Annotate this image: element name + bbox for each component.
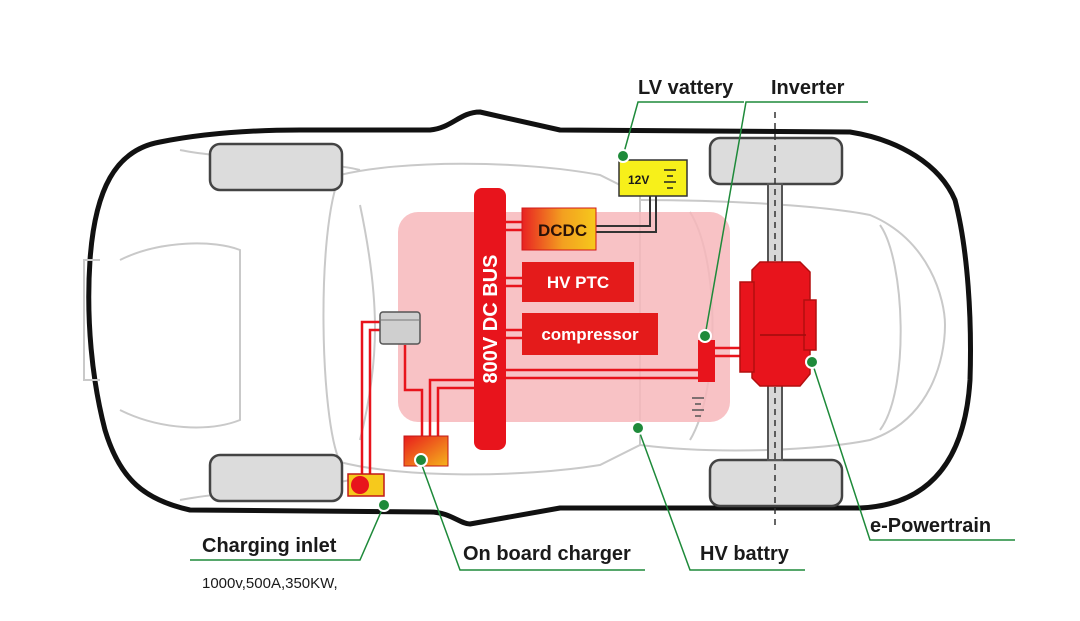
hv-battery-label: HV battry — [700, 543, 790, 565]
dcdc-module: DCDC — [521, 207, 597, 251]
hv-wiring — [360, 220, 742, 475]
lv-wiring — [596, 195, 657, 233]
e-powertrain-motor — [739, 261, 817, 387]
inverter-label: Inverter — [771, 77, 845, 99]
hv-battery-symbol-icon — [692, 397, 704, 417]
lv-battery-label: LV vattery — [638, 77, 734, 99]
compressor-label: compressor — [541, 325, 639, 344]
dcdc-label: DCDC — [538, 221, 587, 240]
e-powertrain-label: e-Powertrain — [870, 515, 991, 537]
hv-ptc-label: HV PTC — [547, 273, 609, 292]
front-right-wheel — [208, 453, 344, 503]
compressor-module: compressor — [522, 313, 658, 355]
junction-box — [379, 311, 421, 345]
rear-right-wheel — [708, 458, 844, 508]
lv-battery: 12V — [618, 159, 688, 197]
dc-bus-label: 800V DC BUS — [480, 255, 502, 384]
battery-symbol-icon — [664, 169, 676, 189]
hv-ptc-module: HV PTC — [522, 262, 634, 302]
dc-bus: 800V DC BUS — [474, 188, 506, 450]
lv-voltage-label: 12V — [628, 173, 649, 187]
charging-inlet-unit — [347, 473, 385, 497]
callout-leaders — [190, 101, 1015, 571]
front-left-wheel — [208, 142, 344, 192]
charging-inlet-label: Charging inlet — [202, 535, 337, 557]
rear-left-wheel — [708, 136, 844, 186]
car-body — [86, 109, 973, 527]
charging-inlet-spec: 1000v,500A,350KW, — [202, 575, 338, 592]
wheels — [208, 136, 844, 508]
inverter-unit — [698, 340, 715, 382]
callout-dots — [377, 149, 819, 512]
on-board-charger-label: On board charger — [463, 543, 631, 565]
